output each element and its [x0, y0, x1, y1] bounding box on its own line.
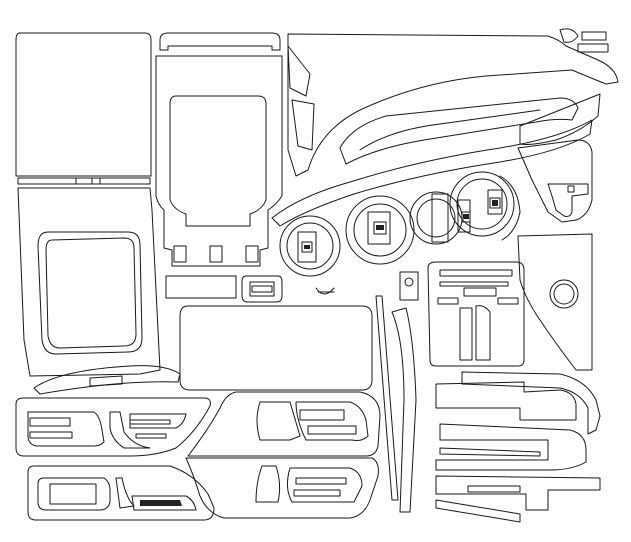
- glovebox-panel: [179, 305, 373, 391]
- door-panel-upper: [15, 32, 152, 185]
- sill-strip-left: [33, 365, 181, 395]
- door-insert-left-lower: [27, 465, 215, 521]
- gauge-ring-2: [345, 195, 415, 265]
- right-side-vent: [517, 139, 593, 223]
- right-long-strips: [435, 371, 601, 523]
- gauge-ring-1: [279, 215, 341, 277]
- gauge-ring-4: [449, 171, 521, 241]
- door-insert-center-lower: [185, 457, 379, 519]
- dash-strip-top: [287, 28, 619, 177]
- dash-trim-long: [271, 119, 593, 227]
- door-panel-lower: [17, 187, 161, 377]
- vertical-strip-2: [391, 307, 417, 513]
- console-small-pieces: [165, 275, 335, 303]
- console-top: [155, 32, 283, 267]
- clip-piece: [399, 271, 419, 301]
- door-insert-left-upper: [15, 397, 211, 457]
- center-stack: [427, 261, 525, 367]
- dash-insert: [339, 93, 601, 165]
- gauge-ring-3: [409, 191, 463, 245]
- right-panel-round-vent: [517, 233, 593, 371]
- door-insert-center-upper: [187, 391, 381, 457]
- vertical-strip-1: [375, 295, 399, 501]
